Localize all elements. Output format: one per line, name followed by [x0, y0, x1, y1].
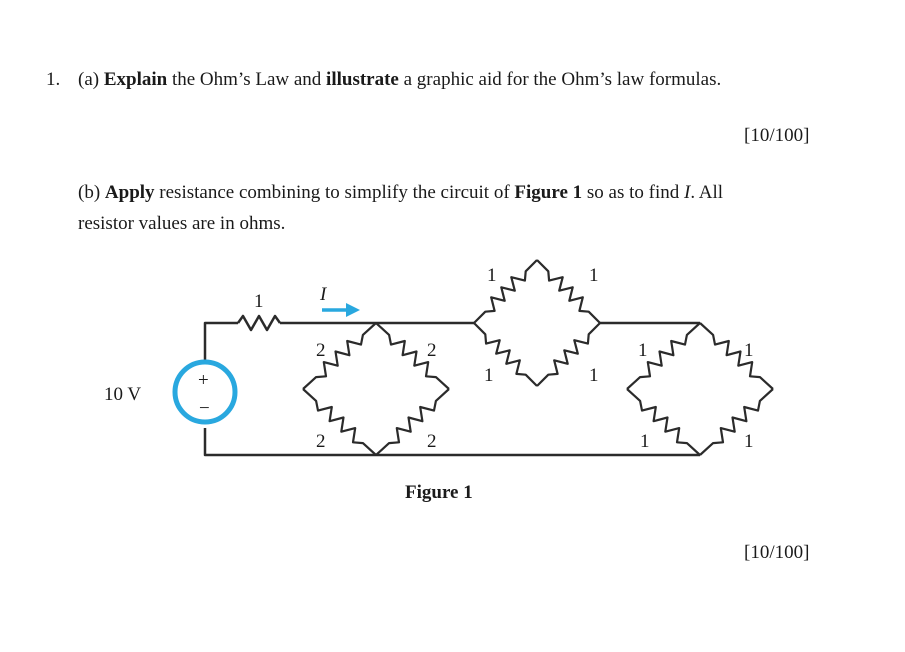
- bridge1-resistor-top-left: [302, 322, 377, 390]
- circuit-wires: [203, 314, 700, 457]
- source-plus-sign: +: [198, 370, 209, 391]
- bridge3-top-left-label: 1: [638, 340, 648, 361]
- part-b-bold-apply: Apply: [104, 182, 155, 203]
- wire-bottom: [203, 428, 700, 457]
- bridge2-resistor-bottom-right: [536, 322, 601, 387]
- series-resistor-label: 1: [254, 291, 264, 312]
- bridge2-resistor-top-right: [536, 259, 601, 324]
- part-b-marks: [10/100]: [744, 542, 810, 563]
- part-a-prefix: (a): [78, 69, 104, 90]
- part-a-bold-explain: Explain: [103, 69, 168, 90]
- resistor-bridges: [302, 259, 774, 456]
- bridge3-resistor-bottom-right: [699, 388, 774, 456]
- current-label: I: [319, 284, 328, 305]
- part-b-bold-figure: Figure 1: [514, 182, 583, 203]
- source-minus-sign: −: [199, 398, 210, 419]
- bridge3-bottom-right-label: 1: [744, 431, 754, 452]
- part-b-italic-current: I: [684, 182, 691, 203]
- figure-caption: Figure 1: [405, 482, 473, 503]
- part-a-rest: a graphic aid for the Ohm’s law formulas…: [398, 69, 722, 90]
- bridge1-top-left-label: 2: [316, 340, 326, 361]
- bridge2-resistor-bottom-left: [473, 322, 538, 387]
- voltage-source-icon: [172, 359, 238, 425]
- bridge2-resistor-top-left: [473, 259, 538, 324]
- part-a-marks: [10/100]: [744, 125, 810, 146]
- bridge1-top-right-label: 2: [427, 340, 437, 361]
- bridge3-resistor-top-left: [626, 322, 701, 390]
- bridge2-bottom-left-label: 1: [484, 365, 494, 386]
- bridge3-bottom-left-label: 1: [640, 431, 650, 452]
- question-number: 1.: [46, 69, 61, 90]
- bridge2-top-right-label: 1: [589, 265, 599, 286]
- bridge3-resistor-top-right: [699, 322, 774, 390]
- part-b-text-line2: resistor values are in ohms.: [78, 213, 286, 234]
- bridge3-resistor-bottom-left: [626, 388, 701, 456]
- bridge1-bottom-right-label: 2: [427, 431, 437, 452]
- source-voltage-label: 10 V: [104, 384, 141, 405]
- part-a-mid: the Ohm’s Law and: [167, 69, 327, 90]
- bridge2-bottom-right-label: 1: [589, 365, 599, 386]
- bridge1-resistor-top-right: [375, 322, 450, 390]
- part-b-text-line1: (b) Apply resistance combining to simpli…: [78, 181, 723, 205]
- bridge2-top-left-label: 1: [487, 265, 497, 286]
- resistor-series: [236, 314, 282, 332]
- part-b-rest2: . All: [690, 182, 724, 203]
- current-arrow-head-icon: [346, 303, 360, 317]
- bridge1-resistor-bottom-left: [302, 388, 377, 456]
- part-a-text: (a) Explain the Ohm’s Law and illustrate…: [78, 68, 721, 92]
- bridge3-top-right-label: 1: [744, 340, 754, 361]
- part-b-rest1: so as to find: [582, 182, 684, 203]
- bridge1-bottom-left-label: 2: [316, 431, 326, 452]
- part-a-bold-illustrate: illustrate: [326, 69, 399, 90]
- part-b-prefix: (b): [78, 182, 105, 203]
- part-b-mid: resistance combining to simplify the cir…: [154, 182, 515, 203]
- bridge1-resistor-bottom-right: [375, 388, 450, 456]
